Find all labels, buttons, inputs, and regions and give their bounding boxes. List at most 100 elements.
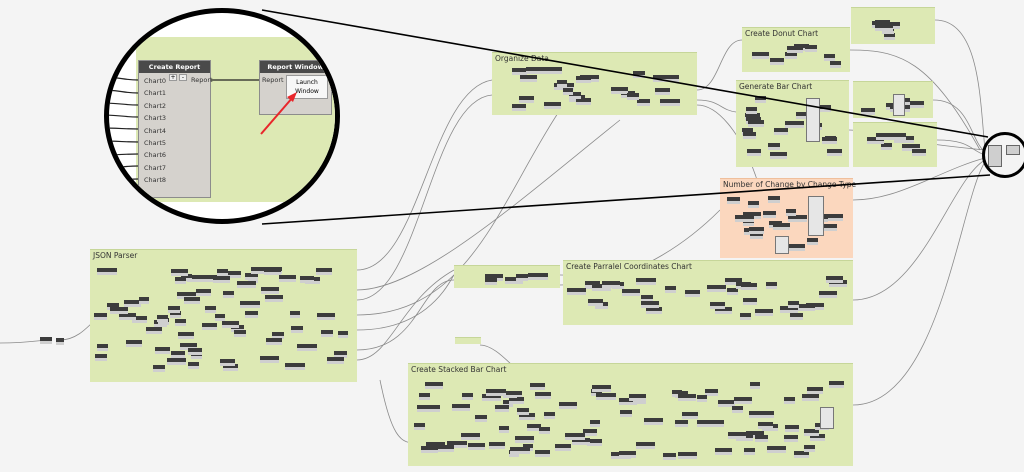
graph-node[interactable]	[748, 410, 764, 418]
graph-node[interactable]	[171, 269, 189, 276]
graph-node[interactable]	[236, 280, 256, 288]
graph-node[interactable]	[706, 285, 726, 293]
graph-node[interactable]	[156, 315, 168, 323]
graph-node[interactable]	[591, 384, 611, 392]
graph-node[interactable]	[512, 67, 528, 75]
graph-node[interactable]	[637, 98, 651, 106]
graph-node[interactable]	[414, 422, 426, 430]
graph-node[interactable]	[755, 309, 774, 317]
graph-node[interactable]	[225, 271, 242, 279]
graph-node[interactable]	[177, 331, 194, 339]
graph-node[interactable]	[739, 313, 751, 321]
graph-node[interactable]	[618, 397, 637, 405]
graph-node[interactable]	[826, 276, 844, 284]
graph-node[interactable]	[538, 427, 550, 435]
graph-node[interactable]	[786, 45, 803, 53]
remove-input-button[interactable]: -	[179, 74, 187, 81]
graph-node[interactable]	[704, 388, 718, 396]
graph-node[interactable]	[652, 74, 670, 82]
graph-node[interactable]	[626, 92, 639, 100]
graph-node[interactable]	[187, 361, 199, 369]
graph-node[interactable]	[765, 282, 777, 290]
graph-node[interactable]	[321, 330, 334, 338]
group-small-connector[interactable]	[455, 337, 481, 344]
graph-node[interactable]	[94, 312, 107, 320]
graph-node[interactable]	[515, 273, 528, 281]
graph-node[interactable]	[747, 200, 759, 208]
graph-node[interactable]	[504, 276, 523, 284]
graph-node[interactable]	[461, 432, 480, 440]
graph-node[interactable]	[787, 244, 805, 252]
graph-node[interactable]	[726, 288, 738, 296]
graph-node[interactable]	[284, 362, 305, 370]
graph-node[interactable]	[785, 208, 796, 216]
graph-node[interactable]	[785, 121, 805, 129]
graph-node[interactable]	[727, 197, 741, 205]
graph-node[interactable]	[181, 274, 193, 282]
graph-node[interactable]	[484, 277, 497, 285]
graph-node[interactable]	[760, 411, 775, 419]
graph-node[interactable]	[640, 301, 659, 309]
list-node[interactable]	[806, 98, 820, 142]
graph-node[interactable]	[715, 306, 733, 314]
graph-node[interactable]	[590, 420, 600, 428]
graph-node[interactable]	[187, 275, 204, 283]
graph-node[interactable]	[773, 222, 791, 230]
graph-node[interactable]	[556, 79, 567, 87]
graph-node[interactable]	[215, 313, 226, 321]
graph-node[interactable]	[265, 338, 282, 346]
input-node[interactable]	[40, 337, 52, 344]
graph-node[interactable]	[668, 75, 680, 83]
graph-node[interactable]	[660, 98, 681, 106]
graph-node[interactable]	[261, 286, 280, 294]
graph-node[interactable]	[824, 53, 836, 61]
graph-node[interactable]	[866, 136, 884, 144]
graph-node[interactable]	[555, 443, 572, 451]
graph-node[interactable]	[735, 215, 755, 223]
graph-node[interactable]	[175, 276, 187, 284]
graph-node[interactable]	[584, 280, 600, 288]
graph-node[interactable]	[741, 283, 758, 291]
graph-node[interactable]	[216, 269, 228, 277]
graph-node[interactable]	[334, 350, 348, 358]
graph-node[interactable]	[582, 428, 597, 436]
graph-node[interactable]	[264, 267, 282, 275]
graph-node[interactable]	[684, 290, 700, 298]
graph-node[interactable]	[880, 143, 892, 151]
graph-node[interactable]	[755, 434, 769, 442]
graph-node[interactable]	[222, 290, 234, 298]
graph-node[interactable]	[784, 396, 796, 404]
graph-node[interactable]	[715, 447, 733, 455]
graph-node[interactable]	[629, 393, 647, 401]
list-node[interactable]	[808, 196, 824, 236]
graph-node[interactable]	[139, 296, 150, 304]
graph-node[interactable]	[462, 393, 474, 401]
graph-node[interactable]	[326, 356, 344, 364]
graph-node[interactable]	[510, 447, 531, 455]
graph-node[interactable]	[97, 268, 118, 276]
graph-node[interactable]	[641, 294, 654, 302]
graph-node[interactable]	[418, 392, 430, 400]
graph-node[interactable]	[728, 431, 747, 439]
input-port-chart2[interactable]: Chart2	[144, 101, 166, 110]
group-connector[interactable]	[454, 265, 560, 288]
graph-node[interactable]	[535, 450, 551, 458]
graph-node[interactable]	[452, 403, 471, 411]
graph-node[interactable]	[168, 306, 181, 314]
list-node[interactable]	[820, 407, 834, 429]
graph-node[interactable]	[587, 298, 603, 306]
graph-node[interactable]	[180, 342, 198, 350]
graph-node[interactable]	[264, 294, 283, 302]
graph-node[interactable]	[468, 443, 486, 451]
graph-node[interactable]	[592, 284, 612, 292]
graph-node[interactable]	[187, 348, 202, 356]
graph-node[interactable]	[911, 149, 926, 157]
graph-node[interactable]	[420, 445, 438, 453]
graph-node[interactable]	[204, 305, 216, 313]
graph-node[interactable]	[710, 301, 725, 309]
graph-node[interactable]	[130, 300, 142, 308]
graph-node[interactable]	[520, 74, 538, 82]
input-node[interactable]	[56, 338, 64, 345]
graph-node[interactable]	[563, 88, 574, 96]
graph-node[interactable]	[155, 347, 171, 355]
